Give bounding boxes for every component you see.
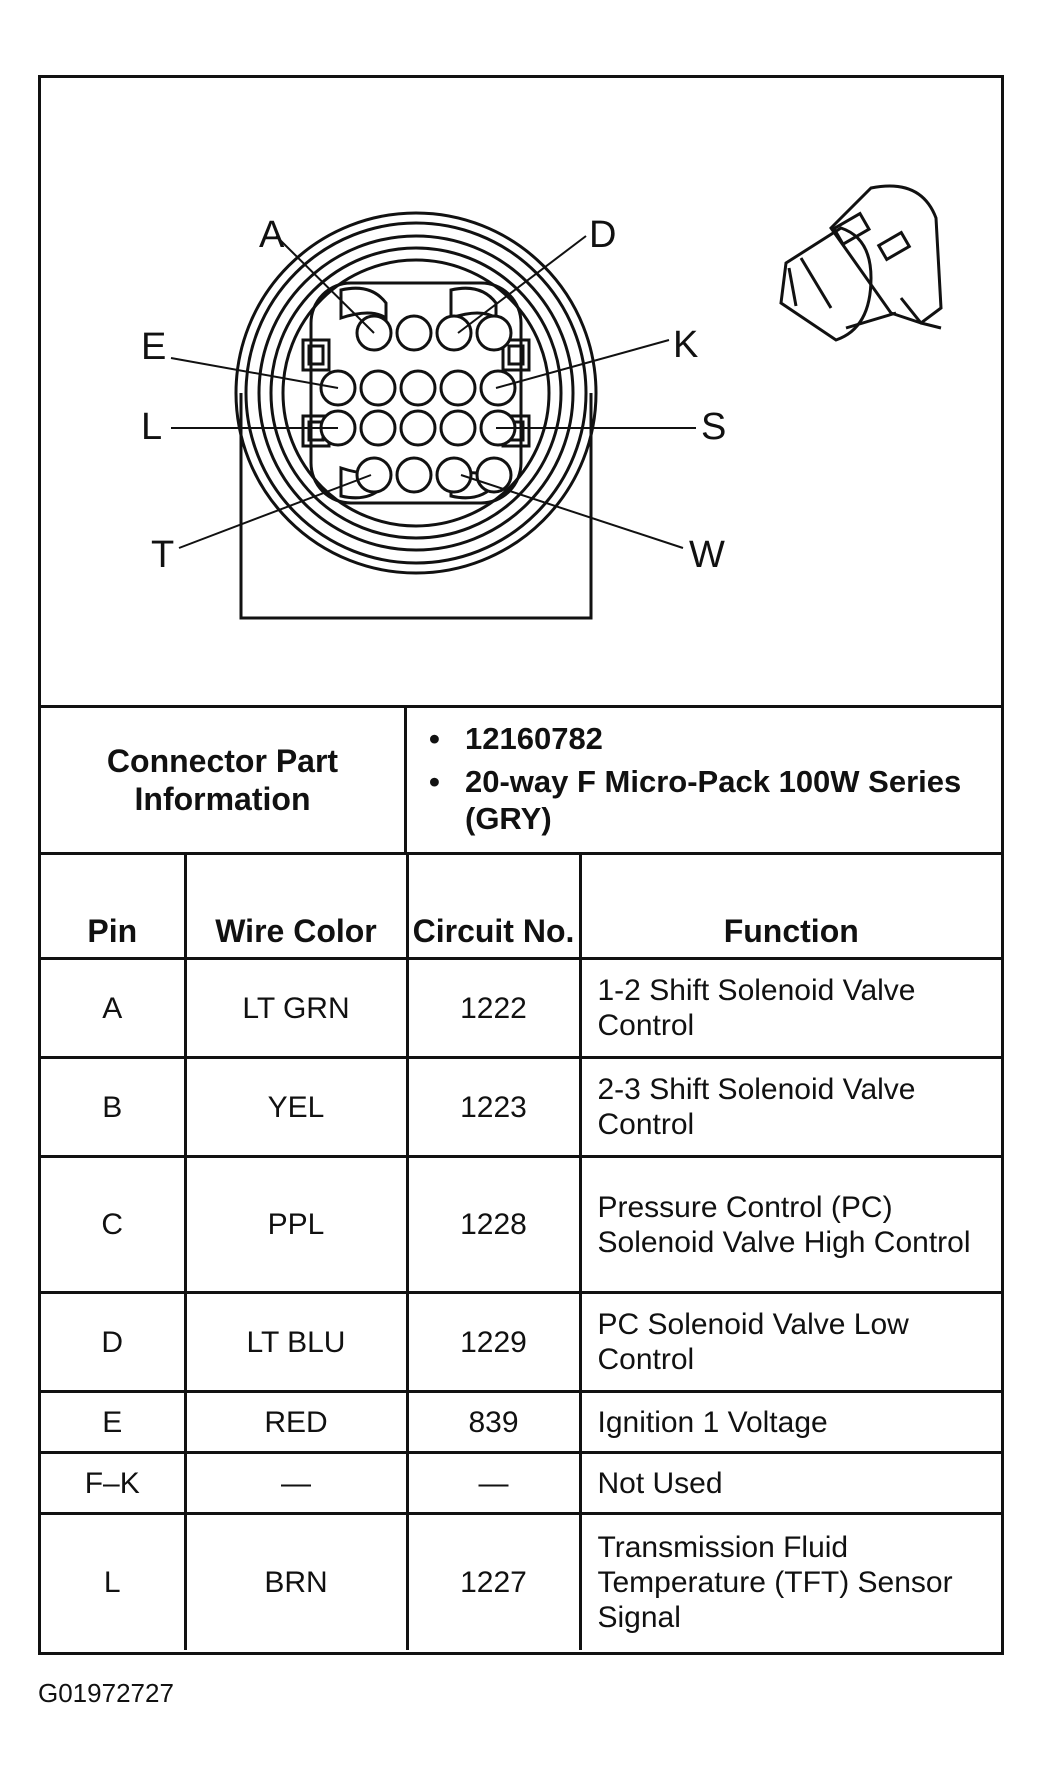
pin-label-d: D — [589, 214, 617, 256]
cavity — [439, 369, 477, 407]
table-header-row: Pin Wire Color Circuit No. Function — [41, 852, 1001, 960]
cell-function: Pressure Control (PC) Solenoid Valve Hig… — [578, 1155, 1001, 1294]
cavity — [395, 456, 433, 494]
cell-function: Transmission Fluid Temperature (TFT) Sen… — [578, 1512, 1001, 1650]
cavity — [435, 314, 473, 352]
cell-pin: B — [41, 1056, 187, 1158]
pin-table: Pin Wire Color Circuit No. Function A LT… — [41, 852, 1001, 1650]
pin-label-s: S — [701, 406, 727, 448]
cell-circuit: 1227 — [405, 1512, 582, 1650]
cavity — [359, 369, 397, 407]
table-row: A LT GRN 1222 1-2 Shift Solenoid Valve C… — [41, 957, 1001, 1059]
table-row: E RED 839 Ignition 1 Voltage — [41, 1390, 1001, 1454]
connector-side-view — [779, 184, 943, 342]
cell-circuit: 1223 — [405, 1056, 582, 1158]
cell-wire-color: LT BLU — [183, 1291, 409, 1393]
cell-circuit: 1228 — [405, 1155, 582, 1294]
cell-wire-color: PPL — [183, 1155, 409, 1294]
cavity — [435, 456, 473, 494]
header-function: Function — [578, 852, 1001, 960]
cell-wire-color: BRN — [183, 1512, 409, 1650]
cell-function: 2-3 Shift Solenoid Valve Control — [578, 1056, 1001, 1158]
table-row: C PPL 1228 Pressure Control (PC) Solenoi… — [41, 1155, 1001, 1294]
cell-circuit: 839 — [405, 1390, 582, 1454]
connector-drawing — [170, 184, 943, 620]
cell-wire-color: — — [183, 1451, 409, 1515]
connector-info-label: Connector Part Information — [41, 708, 407, 852]
cell-pin: C — [41, 1155, 187, 1294]
connector-part-information: Connector Part Information 12160782 20-w… — [41, 705, 1001, 852]
cavity — [359, 409, 397, 447]
header-pin: Pin — [41, 852, 187, 960]
connector-card: A D E K L S T W Connector Part Informati… — [38, 75, 1004, 1655]
header-circuit: Circuit No. — [405, 852, 582, 960]
pin-label-k: K — [673, 324, 699, 366]
pin-label-l: L — [141, 406, 163, 448]
connector-housing — [239, 393, 593, 620]
cell-wire-color: YEL — [183, 1056, 409, 1158]
cavity — [355, 456, 393, 494]
pin-label-w: W — [689, 534, 725, 576]
cell-wire-color: LT GRN — [183, 957, 409, 1059]
table-row: L BRN 1227 Transmission Fluid Temperatur… — [41, 1512, 1001, 1650]
cell-circuit: — — [405, 1451, 582, 1515]
table-row: D LT BLU 1229 PC Solenoid Valve Low Cont… — [41, 1291, 1001, 1393]
table-row: B YEL 1223 2-3 Shift Solenoid Valve Cont… — [41, 1056, 1001, 1158]
pin-label-e: E — [141, 326, 167, 368]
cavity — [399, 409, 437, 447]
pin-label-t: T — [151, 534, 175, 576]
figure-id: G01972727 — [38, 1678, 174, 1708]
connector-outer-ring — [234, 211, 598, 575]
connector-description: 20-way F Micro-Pack 100W Series (GRY) — [407, 763, 1001, 837]
cavity — [439, 409, 477, 447]
leader-lines — [170, 235, 696, 549]
cell-pin: D — [41, 1291, 187, 1393]
cavity — [475, 314, 513, 352]
cell-wire-color: RED — [183, 1390, 409, 1454]
cell-pin: A — [41, 957, 187, 1059]
connector-info-list: 12160782 20-way F Micro-Pack 100W Series… — [407, 708, 1001, 852]
connector-face-diagram: A D E K L S T W — [41, 78, 1001, 705]
cell-pin: F–K — [41, 1451, 187, 1515]
pin-label-a: A — [259, 214, 285, 256]
cavity — [399, 369, 437, 407]
cavity — [395, 314, 433, 352]
table-row: F–K — — Not Used — [41, 1451, 1001, 1515]
cell-pin: L — [41, 1512, 187, 1650]
cavity-group — [319, 314, 517, 494]
cell-function: Ignition 1 Voltage — [578, 1390, 1001, 1454]
cell-circuit: 1229 — [405, 1291, 582, 1393]
cell-function: PC Solenoid Valve Low Control — [578, 1291, 1001, 1393]
cell-function: Not Used — [578, 1451, 1001, 1515]
cell-function: 1-2 Shift Solenoid Valve Control — [578, 957, 1001, 1059]
connector-part-number: 12160782 — [407, 720, 1001, 757]
cell-pin: E — [41, 1390, 187, 1454]
header-wire-color: Wire Color — [183, 852, 409, 960]
cell-circuit: 1222 — [405, 957, 582, 1059]
